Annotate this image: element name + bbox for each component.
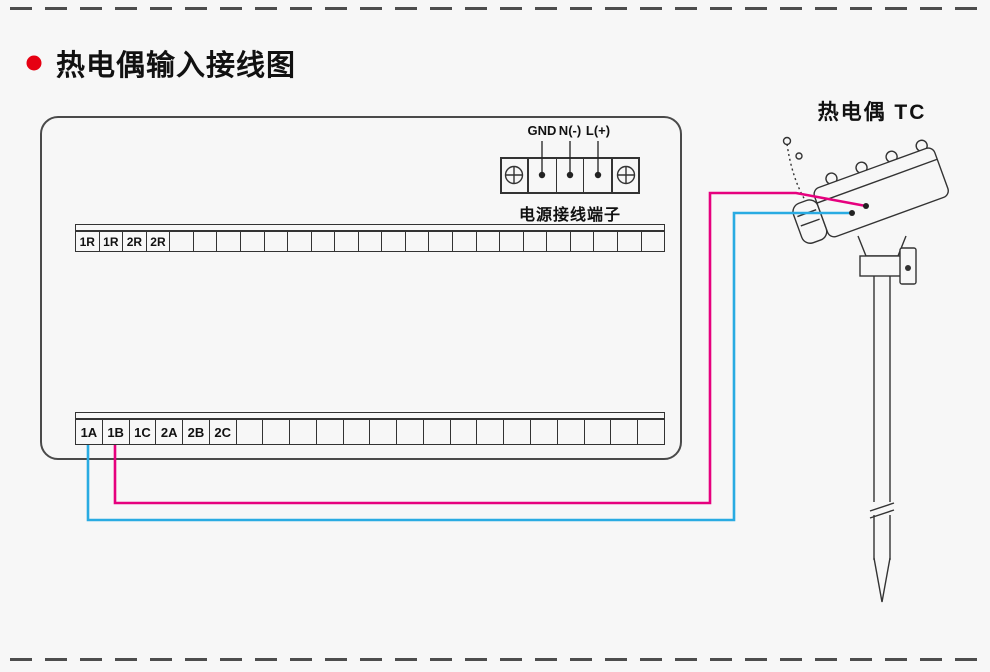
terminal-cell [239,232,264,251]
terminal-cell [216,232,240,251]
terminal-cell [530,420,557,444]
terminal-cell [169,232,193,251]
terminal-cell: 1A [80,424,98,440]
terminal-cell [334,232,358,251]
terminal-cell [262,420,289,444]
terminal-cell [422,420,450,444]
bullet-icon [26,55,42,71]
terminal-cell [287,232,311,251]
terminal-cell [640,232,665,251]
terminal-cell [616,232,641,251]
input-strip-rail [75,412,665,419]
title-row: 热电偶输入接线图 [26,42,296,84]
terminal-cell: 2R [145,232,170,251]
dashed-divider-bottom [10,658,980,661]
terminal-cell [556,420,584,444]
power-terminal-label-gnd: GND [527,123,557,138]
terminal-cell [428,232,452,251]
terminal-cell [289,420,316,444]
terminal-cell [381,232,405,251]
terminal-cell [637,420,664,444]
power-terminal-cell [529,159,556,192]
terminal-cell [610,420,637,444]
power-terminal-label-n: N(-) [558,123,582,138]
relay-strip-rail [75,224,665,231]
terminal-cell: 2A [155,420,182,444]
power-terminal-cell [583,159,611,192]
terminal-cell [404,232,429,251]
power-terminal-block [500,157,640,194]
terminal-cell: 1R [98,232,123,251]
terminal-cell [315,420,343,444]
terminal-cell [449,420,477,444]
terminal-cell [503,420,530,444]
terminal-cell [357,232,382,251]
terminal-cell [569,232,594,251]
terminal-cell [192,232,217,251]
terminal-cell: 1C [128,420,156,444]
terminal-cell [475,232,500,251]
terminal-cell [342,420,370,444]
terminal-cell [593,232,617,251]
thermocouple-label: 热电偶 TC [817,101,927,124]
thermocouple-illustration [782,136,949,603]
terminal-cell [369,420,396,444]
wire-junction-dots [849,203,869,216]
terminal-cell [546,232,570,251]
terminal-cell [396,420,423,444]
terminal-cell [499,232,523,251]
terminal-cell: 1B [101,420,129,444]
terminal-cell [235,420,263,444]
terminal-cell [310,232,335,251]
power-terminal-cells [529,159,611,192]
power-terminal-caption: 电源接线端子 [518,207,622,224]
power-terminal-cell [555,159,584,192]
terminal-cell [263,232,288,251]
mount-screw-left [502,159,529,192]
terminal-cell: 2R [122,232,146,251]
page-title: 热电偶输入接线图 [56,50,297,82]
terminal-cell [452,232,476,251]
power-terminal-label-l: L(+) [585,123,611,138]
terminal-cell [522,232,547,251]
terminal-cell: 2C [208,420,236,444]
mount-screw-right [611,159,638,192]
dashed-divider-top [10,7,980,10]
terminal-cell [583,420,611,444]
terminal-cell [476,420,503,444]
terminal-cell: 2B [182,420,209,444]
terminal-cell: 1R [79,234,95,249]
